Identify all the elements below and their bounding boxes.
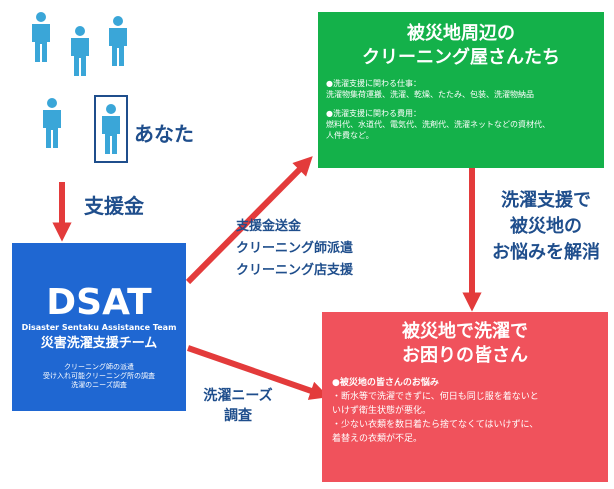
victims-line: ・少ない衣類を数日着たら捨てなくてはいけずに、 [332, 420, 539, 430]
dsat-activity: 洗濯のニーズ調査 [71, 381, 127, 389]
cleaners-work-text: 洗濯物集荷運搬、洗濯、乾燥、たたみ、包装、洗濯物納品 [326, 90, 534, 99]
victims-line: ・断水等で洗濯できずに、何日も同じ服を着ないと [332, 392, 539, 402]
dsat-full-name: Disaster Sentaku Assistance Team [21, 323, 177, 332]
cleaners-box: 被災地周辺の クリーニング屋さんたち ●洗濯支援に関わる仕事： 洗濯物集荷運搬、… [318, 12, 604, 168]
support-flow-line: クリーニング店支援 [236, 263, 354, 278]
support-flow-label: 支援金送金 クリーニング師派遣 クリーニング店支援 [236, 216, 353, 282]
victims-box: 被災地で洗濯で お困りの皆さん ●被災地の皆さんのお悩み ・断水等で洗濯できずに… [322, 312, 608, 482]
arrow-dsat-to-victims [187, 345, 330, 400]
cleaners-title-line: 被災地周辺の [407, 23, 515, 44]
cleaners-cost-line: 燃料代、水道代、電気代、洗剤代、洗濯ネットなどの資材代、 [326, 120, 550, 129]
needs-survey-label: 洗濯ニーズ 調査 [196, 386, 280, 426]
dsat-jp-name: 災害洗濯支援チーム [40, 336, 158, 351]
victims-title-line: 被災地で洗濯で [402, 321, 528, 342]
dsat-activity: クリーニング師の派遣 [64, 363, 134, 371]
arrow-dsat-to-cleaners [185, 156, 313, 285]
cleaners-work-heading: ●洗濯支援に関わる仕事： [326, 79, 421, 88]
support-flow-line: クリーニング師派遣 [236, 241, 354, 256]
victims-details: ●被災地の皆さんのお悩み ・断水等で洗濯できずに、何日も同じ服を着ないと いけず… [322, 368, 608, 446]
person-icon [71, 26, 89, 76]
needs-survey-line: 調査 [224, 408, 252, 424]
laundry-support-line: 被災地の [510, 216, 582, 237]
cleaners-title-line: クリーニング屋さんたち [362, 47, 560, 68]
victims-line: 着替えの衣類が不足。 [332, 434, 423, 444]
person-icon [43, 98, 61, 148]
laundry-support-line: 洗濯支援で [501, 190, 591, 211]
dsat-activity: 受け入れ可能クリーニング所の調査 [43, 372, 155, 380]
victims-line: いけず衛生状態が悪化。 [332, 406, 432, 416]
victims-heading: ●被災地の皆さんのお悩み [332, 378, 439, 388]
donation-label: 支援金 [84, 194, 144, 218]
dsat-activities: クリーニング師の派遣 受け入れ可能クリーニング所の調査 洗濯のニーズ調査 [12, 363, 186, 390]
cleaners-details: ●洗濯支援に関わる仕事： 洗濯物集荷運搬、洗濯、乾燥、たたみ、包装、洗濯物納品 … [318, 70, 604, 141]
needs-survey-line: 洗濯ニーズ [203, 388, 273, 404]
support-flow-line: 支援金送金 [236, 219, 302, 234]
dsat-box: DSAT Disaster Sentaku Assistance Team 災害… [12, 243, 186, 411]
dsat-logo: DSAT [46, 282, 152, 323]
person-icon [32, 12, 50, 62]
person-icon [109, 16, 127, 66]
laundry-support-line: お悩みを解消 [492, 242, 600, 263]
you-label: あなた [134, 122, 194, 146]
victims-title: 被災地で洗濯で お困りの皆さん [322, 320, 608, 368]
you-highlight-frame [94, 95, 128, 163]
cleaners-title: 被災地周辺の クリーニング屋さんたち [318, 22, 604, 70]
laundry-support-label: 洗濯支援で 被災地の お悩みを解消 [486, 188, 606, 266]
victims-title-line: お困りの皆さん [402, 345, 528, 366]
person-icon [102, 104, 120, 154]
cleaners-cost-line: 人件費など。 [326, 131, 374, 140]
cleaners-cost-heading: ●洗濯支援に関わる費用： [326, 109, 421, 118]
